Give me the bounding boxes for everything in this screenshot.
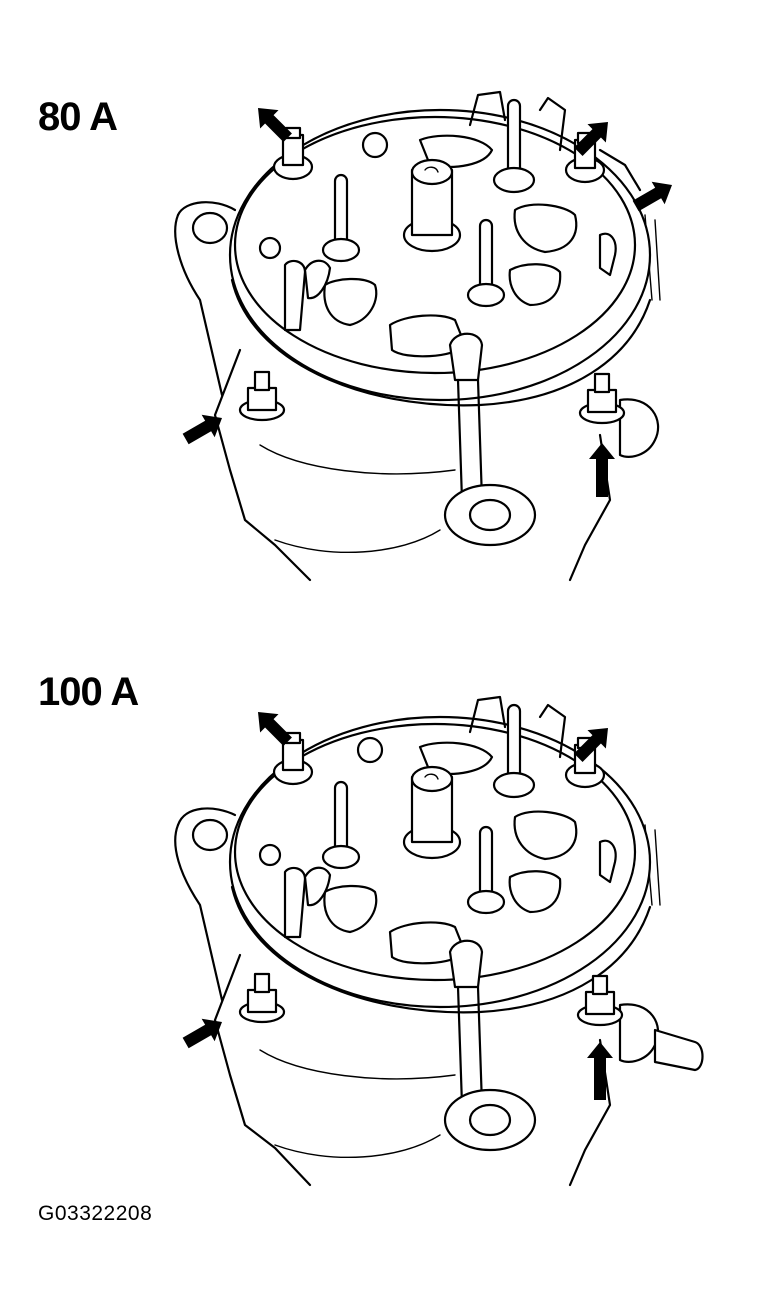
- figure-code: G03322208: [38, 1202, 153, 1225]
- through-bolt-nut: [576, 974, 624, 1027]
- vent-window: [513, 203, 578, 254]
- arrow-icon: [258, 712, 292, 746]
- alternator-panel-100a: 100 A: [0, 600, 765, 1200]
- alternator-body: [174, 90, 661, 582]
- through-bolt-nut: [578, 372, 626, 425]
- cover-screw: [272, 731, 314, 786]
- vent-window: [508, 263, 562, 307]
- arrow-icon: [587, 1042, 613, 1100]
- rating-label-80a: 80 A: [38, 95, 118, 139]
- mount-ear-left: [174, 213, 224, 397]
- arrow-icon: [258, 108, 292, 142]
- arrow-icon: [589, 443, 615, 497]
- mount-hole: [191, 211, 229, 245]
- vent-window: [323, 277, 378, 327]
- mount-hole: [191, 818, 229, 852]
- alternator-drawing-80a: [174, 90, 672, 582]
- through-bolt-nut: [238, 370, 286, 422]
- arrow-icon: [632, 181, 672, 212]
- housing-left-edge: [213, 348, 312, 582]
- arrow-icon: [182, 1018, 222, 1049]
- through-bolt-nut: [238, 972, 286, 1024]
- alternator-drawing-100a: [174, 695, 704, 1187]
- alternator-body: [174, 695, 704, 1187]
- arrow-icon: [574, 122, 608, 156]
- rating-label-100a: 100 A: [38, 670, 139, 714]
- arrow-icon: [182, 414, 222, 445]
- output-stud: [653, 1028, 704, 1072]
- cover-screw: [272, 126, 314, 181]
- alternator-panel-80a: 80 A: [0, 0, 765, 600]
- arrow-icon: [574, 728, 608, 762]
